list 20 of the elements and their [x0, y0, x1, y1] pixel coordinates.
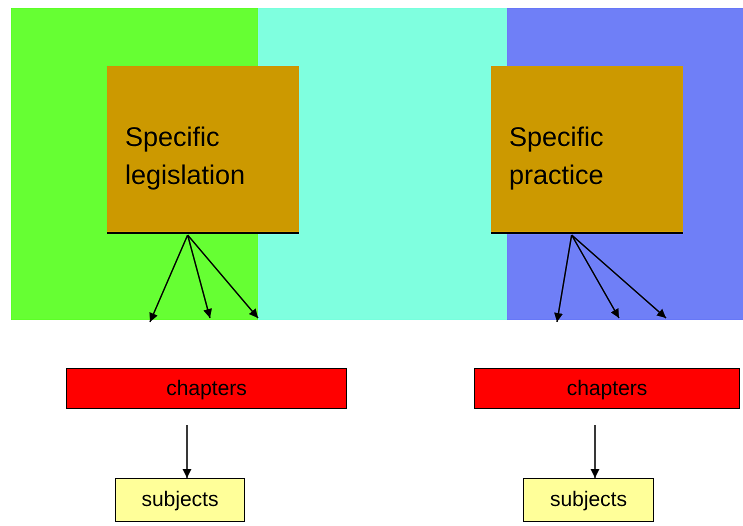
arrow — [187, 234, 259, 318]
arrow — [182, 425, 192, 478]
arrow — [570, 234, 620, 318]
title-box — [107, 66, 299, 234]
node-label: subjects — [550, 488, 628, 512]
node-label: Specific practice — [509, 121, 605, 192]
node-label: Specific legislation — [125, 121, 246, 192]
chapter-bar — [66, 368, 347, 409]
arrow — [590, 425, 600, 478]
arrow — [149, 234, 188, 322]
node-label: chapters — [566, 376, 648, 400]
node-label: subjects — [141, 488, 219, 512]
title-box — [491, 66, 683, 234]
arrow — [554, 234, 572, 322]
chapter-bar — [474, 368, 740, 409]
arrow — [186, 234, 212, 318]
arrow — [571, 234, 666, 319]
subject-box — [523, 478, 654, 522]
node-label: chapters — [166, 376, 247, 400]
subject-box — [115, 478, 245, 522]
